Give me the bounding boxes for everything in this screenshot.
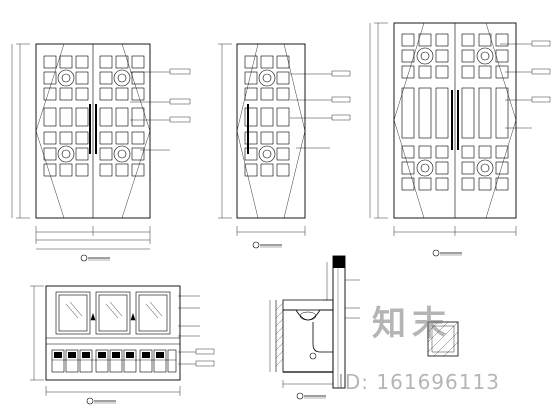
section-detail bbox=[269, 255, 360, 400]
door-2-handle bbox=[247, 104, 249, 154]
door-1-right-panels bbox=[99, 55, 145, 177]
door-3-title bbox=[432, 249, 462, 257]
vanity-body bbox=[282, 309, 334, 373]
door-1-handle-left bbox=[89, 104, 91, 154]
hatch bbox=[275, 302, 284, 367]
cabinet-title bbox=[86, 397, 116, 405]
door-1-dimensions bbox=[11, 43, 151, 250]
door-1-swing-right-b bbox=[121, 130, 151, 219]
drain-pipe bbox=[312, 322, 333, 353]
door-1-left-panels bbox=[43, 55, 89, 177]
section-title bbox=[296, 392, 326, 400]
door-3-left-panels bbox=[401, 33, 449, 191]
door-2-callouts bbox=[290, 70, 351, 149]
door-2-panels bbox=[244, 55, 290, 177]
door-2-title bbox=[252, 241, 282, 249]
cabinet-elevation bbox=[30, 285, 215, 405]
door-3-handle-right bbox=[457, 90, 459, 150]
door-2-dimensions bbox=[218, 43, 306, 236]
door-1-handle-right bbox=[95, 104, 97, 154]
door-1-title bbox=[80, 254, 110, 262]
door-elevation-2 bbox=[218, 43, 351, 249]
door-1-swing-left bbox=[35, 43, 65, 132]
door-elevation-1 bbox=[11, 43, 191, 262]
door-3-dimensions bbox=[369, 22, 517, 236]
section-dimensions bbox=[269, 262, 334, 388]
door-1-callouts bbox=[130, 68, 191, 151]
door-3-callouts bbox=[500, 40, 551, 129]
cabinet-callouts bbox=[178, 295, 215, 367]
door-1-swing-right bbox=[121, 43, 151, 132]
door-3-right-panels bbox=[461, 33, 509, 191]
door-elevation-3 bbox=[369, 22, 551, 257]
section-callouts bbox=[345, 279, 360, 319]
cabinet-mirrors bbox=[55, 291, 171, 335]
cabinet-drawers bbox=[51, 349, 177, 373]
wall-section bbox=[332, 255, 346, 389]
watermark-brand: 知末 bbox=[372, 304, 452, 344]
cabinet-dimensions bbox=[30, 285, 181, 396]
profile-detail bbox=[427, 321, 459, 357]
cabinet-outline bbox=[45, 285, 181, 381]
door-3-handle-left bbox=[451, 90, 453, 150]
watermark-id: ID: 161696113 bbox=[338, 370, 500, 394]
door-1-swing-left-b bbox=[35, 130, 65, 219]
